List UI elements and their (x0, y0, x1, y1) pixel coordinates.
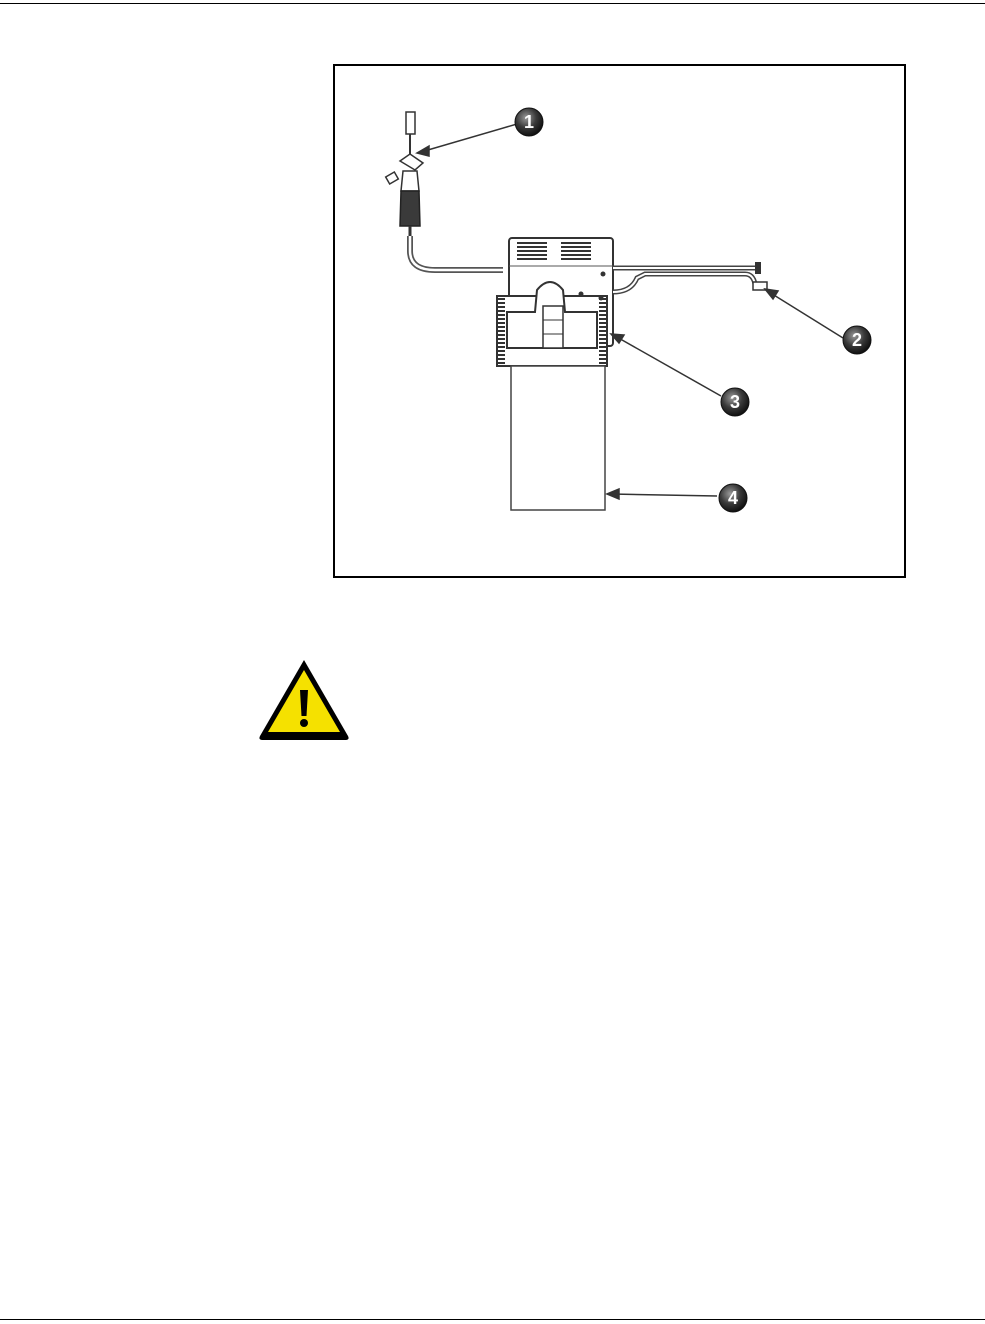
outlet-tubing (613, 262, 767, 292)
inlet-tubing (410, 236, 503, 270)
callout-2: 2 (843, 326, 871, 354)
warning-triangle-icon (256, 656, 352, 742)
header-rule (0, 3, 985, 4)
collection-bag (511, 366, 605, 510)
svg-text:3: 3 (730, 392, 740, 412)
footer-rule (0, 1319, 985, 1320)
callout-4: 4 (719, 484, 747, 512)
cassette (497, 238, 613, 366)
svg-text:1: 1 (524, 112, 534, 132)
callout-3: 3 (721, 388, 749, 416)
svg-text:2: 2 (852, 330, 862, 350)
spike-assembly (386, 112, 423, 236)
device-illustration: 1 2 3 4 (335, 66, 904, 576)
callout-1: 1 (515, 108, 543, 136)
device-figure: 1 2 3 4 (333, 64, 906, 578)
svg-text:4: 4 (728, 488, 738, 508)
